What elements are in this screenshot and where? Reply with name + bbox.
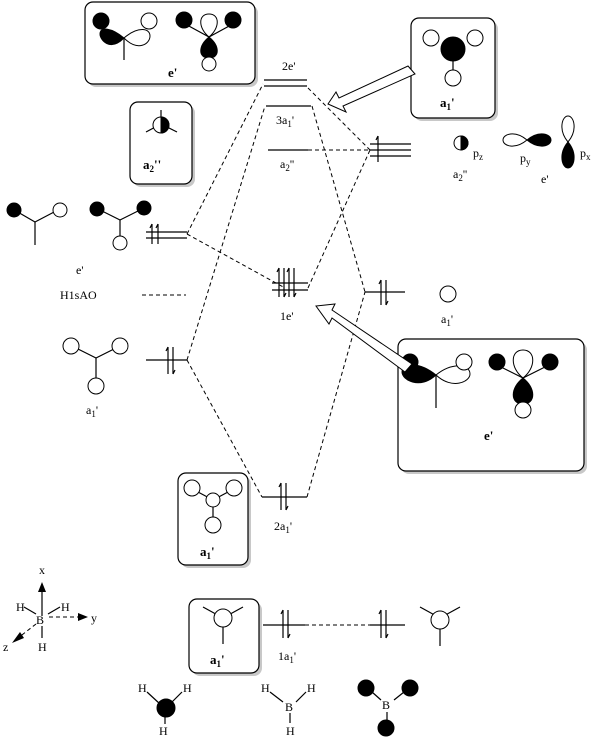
dash-a1-2a1 — [186, 359, 263, 498]
svg-text:H: H — [159, 724, 168, 738]
boron-1s-frame — [419, 606, 461, 646]
label-1a1: 1a1' — [278, 649, 296, 665]
box-e-right-label: e' — [484, 428, 493, 443]
box-top-e: e' — [84, 1, 258, 87]
dash-2a1-bs — [306, 291, 366, 498]
svg-text:H: H — [183, 681, 192, 695]
box-a1-mid-label: a1' — [200, 544, 215, 561]
boron-px-label: px — [580, 146, 591, 162]
box-a2pp: a2'' — [129, 101, 195, 187]
dash-3a1-bs — [311, 105, 366, 293]
ligand-e-orbital-1 — [6, 202, 68, 245]
box-a1-bottom: a1' — [188, 598, 262, 676]
right-e-orbital-2 — [488, 349, 559, 419]
hollow-arrow-upper — [327, 65, 416, 114]
svg-text:H: H — [138, 681, 147, 695]
molecule-bh3-pz: H H H — [138, 681, 192, 738]
label-2a1: 2a1' — [274, 519, 292, 535]
boron-s-orbital — [439, 285, 457, 303]
boron-pz-orbital — [453, 135, 469, 151]
svg-text:H: H — [261, 681, 270, 695]
boron-a2pp-label: a2'' — [453, 167, 467, 183]
molecule-bh3-orbitals: B — [357, 679, 419, 737]
label-2e: 2e' — [282, 59, 296, 73]
h1s-ao-label: H1sAO — [60, 288, 97, 302]
dash-e-2e — [186, 83, 264, 235]
top-e-orbital-2 — [175, 11, 242, 72]
level-2e — [264, 79, 307, 87]
svg-text:H: H — [307, 681, 316, 695]
level-boron-p — [370, 143, 411, 157]
axis-x-label: x — [39, 563, 45, 577]
dash-a1-3a1 — [186, 105, 266, 361]
box-a1-mid: a1' — [177, 472, 251, 568]
ligand-e-orbital-2 — [89, 200, 152, 251]
ligand-a1-orbital — [62, 337, 129, 395]
dash-e-1e — [186, 233, 286, 289]
label-3a1: 3a1' — [276, 113, 294, 129]
boron-e-label: e' — [541, 172, 549, 186]
hollow-arrow-lower — [315, 303, 413, 373]
axis-z-label: z — [3, 640, 8, 654]
box-a1-topright: a1' — [410, 17, 498, 121]
svg-text:H: H — [286, 724, 295, 738]
boron-pz-label: pz — [473, 146, 483, 162]
boron-a1-label: a1' — [441, 312, 453, 328]
dash-2e-bp — [307, 87, 371, 151]
coordinate-axes: x B H H H y z — [3, 563, 97, 654]
level-1e — [272, 282, 308, 291]
level-ligand-e — [146, 231, 187, 239]
boron-py-label: py — [520, 151, 531, 167]
box-a1-bottom-label: a1' — [210, 652, 225, 669]
label-a2pp: a2'' — [280, 157, 294, 173]
label-1e: 1e' — [280, 309, 294, 323]
axis-h2-label: H — [61, 600, 70, 614]
axis-b-label: B — [36, 613, 44, 627]
dash-1e-bp — [307, 149, 371, 289]
top-e-orbital-1 — [92, 12, 158, 60]
right-e-orbital-1 — [401, 353, 473, 408]
svg-text:B: B — [382, 698, 390, 712]
box-a2pp-label: a2'' — [143, 157, 161, 174]
electron-arrows — [149, 135, 389, 639]
ligand-e-label: e' — [76, 263, 84, 277]
svg-text:B: B — [285, 700, 293, 714]
axis-h1-label: H — [16, 600, 25, 614]
box-top-e-label: e' — [168, 65, 177, 80]
axis-h3-label: H — [38, 640, 47, 654]
box-a1-topright-label: a1' — [440, 95, 455, 112]
molecule-bh3: H H B H — [261, 681, 316, 738]
axis-y-label: y — [91, 611, 97, 625]
boron-px-orbital — [561, 115, 575, 169]
ligand-a1-label: a1' — [86, 403, 98, 419]
boron-py-orbital — [502, 133, 552, 147]
box-e-right: e' — [397, 338, 587, 474]
